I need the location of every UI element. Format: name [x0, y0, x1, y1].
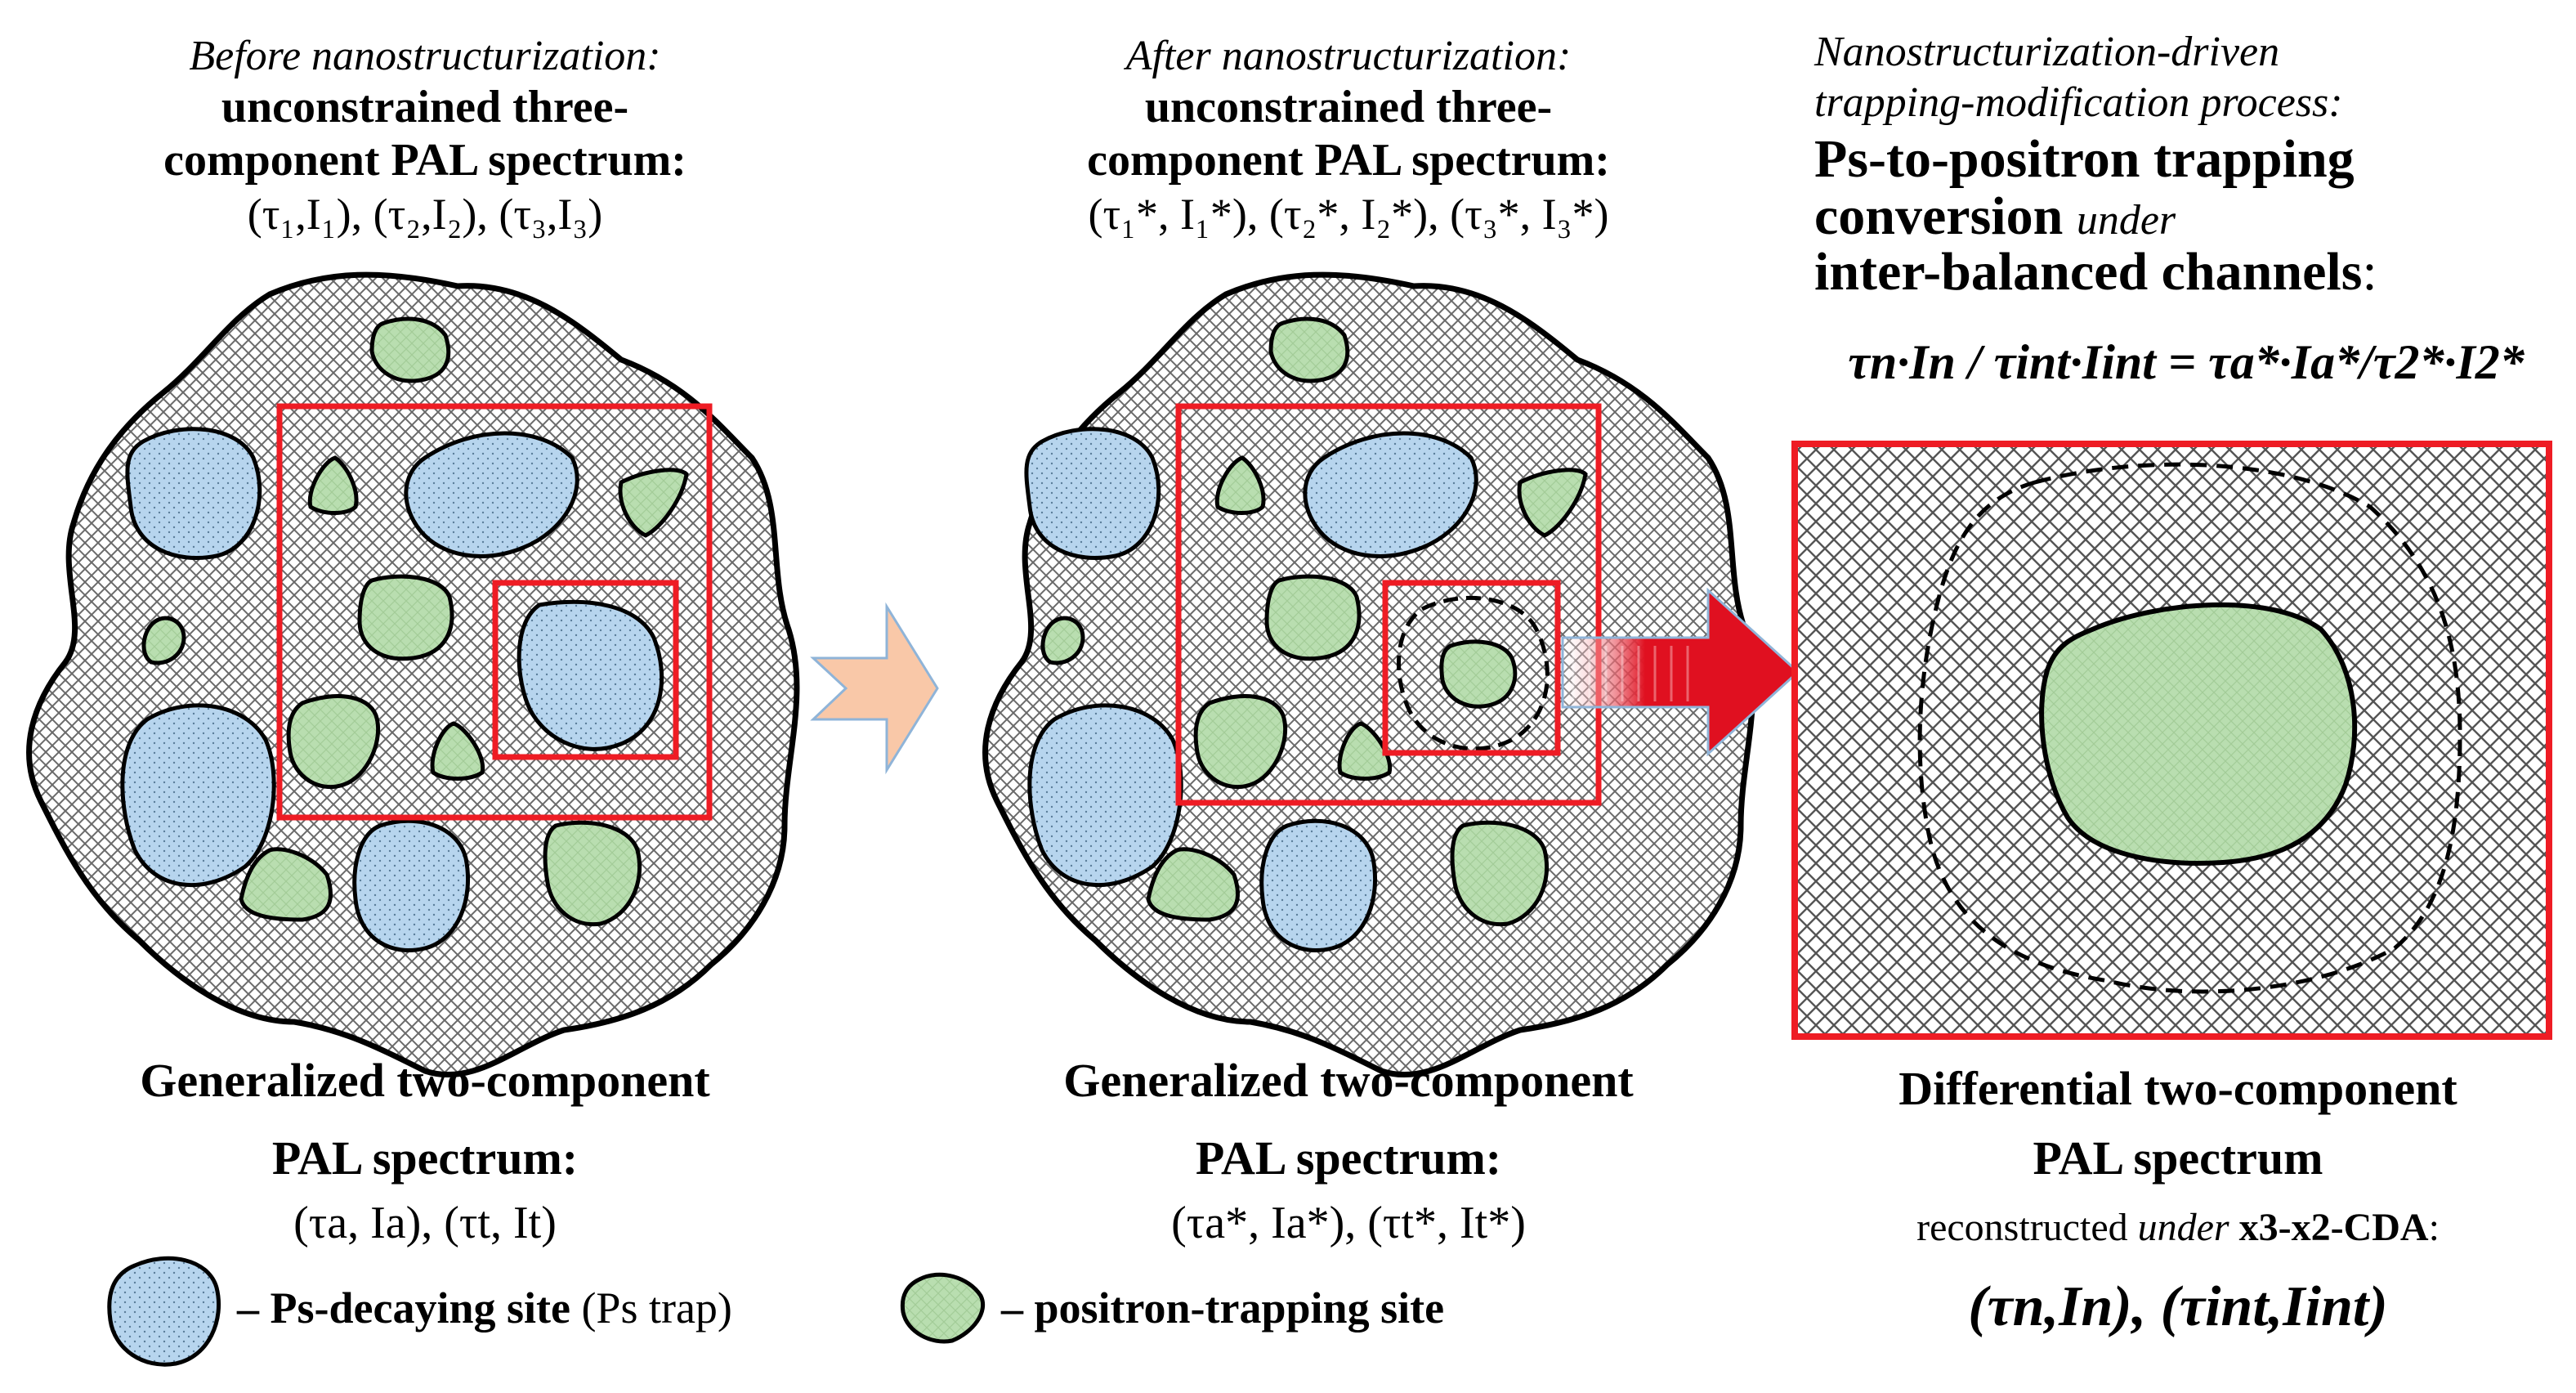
arrow-2 [1561, 587, 1800, 757]
legend-ps-note: (Ps trap) [581, 1283, 732, 1333]
positron-site [1264, 574, 1362, 661]
positron-site [1450, 820, 1550, 927]
ps-site [120, 703, 276, 888]
positron-site [1040, 616, 1085, 665]
panel3-caption-1: Differential two-component [1898, 1062, 2457, 1115]
positron-site [1193, 694, 1288, 790]
positron-site [286, 694, 381, 790]
panel3-caption-3-pre: reconstructed [1916, 1206, 2128, 1249]
positron-site [1337, 721, 1393, 781]
positron-site [618, 468, 689, 538]
panel3-caption-2: PAL spectrum [2033, 1131, 2323, 1185]
positron-site [1146, 847, 1241, 922]
panel3-title-bold-2: conversion [1814, 186, 2064, 246]
panel3-zoom-frame [1791, 441, 2552, 1040]
positron-site [430, 721, 485, 781]
panel3-title-italic-2: trapping-modification process: [1814, 79, 2343, 126]
panel3-title-line-2: conversion under [1814, 186, 2550, 247]
ps-site [1024, 427, 1161, 560]
positron-site [1214, 455, 1266, 515]
arrow-2-stripes [1572, 646, 1689, 701]
panel3-title-bold-3: inter-balanced channels [1814, 242, 2363, 302]
positron-site [141, 616, 186, 665]
ps-site [1303, 431, 1478, 558]
panel3-title-under: under [2076, 197, 2176, 244]
ps-site [352, 818, 471, 952]
positron-site [1268, 316, 1350, 383]
panel3-title-bold-1: Ps-to-positron trapping [1814, 129, 2355, 189]
dashed-interface-boundary [1917, 462, 2462, 994]
positron-site [369, 316, 451, 383]
positron-site [239, 847, 333, 922]
panel1-caption-params: (τa, Ia), (τt, It) [293, 1198, 557, 1248]
panel3-caption-params: (τn,In), (τint,Iint) [1968, 1275, 2388, 1338]
panel2-title-bold-2: component PAL spectrum: [1087, 135, 1610, 186]
panel2-title-italic: After nanostructurization: [1125, 33, 1572, 79]
panel2-title-bold-1: unconstrained three- [1144, 82, 1553, 132]
ps-site [517, 599, 664, 751]
panel2-caption-2: PAL spectrum: [1195, 1131, 1502, 1185]
panel3-title-italic-1: Nanostructurization-driven [1814, 29, 2280, 75]
panel2-params: (τ₁*, I₁*), (τ₂*, I₂*), (τ₃*, I₃*) [1088, 190, 1609, 239]
positron-site-enlarged [2039, 602, 2358, 866]
panel1-grain [26, 271, 800, 1078]
positron-site [543, 820, 642, 927]
panel3-caption-3-bold: x3-x2-CDA [2238, 1206, 2429, 1249]
positron-site [307, 455, 359, 515]
panel1-title-italic: Before nanostructurization: [189, 33, 661, 79]
arrow-1 [810, 602, 939, 775]
panel3-formula: τn·In / τint·Iint = τa*·Ia*/τ2*·I2* [1848, 335, 2525, 389]
panel3-zoom [1791, 441, 2552, 1040]
positron-site [357, 574, 454, 661]
ps-site [1027, 703, 1183, 888]
dashed-ps-trap-outline [1397, 595, 1550, 751]
ps-site [125, 427, 262, 560]
legend-positron-site: – positron-trapping site [1001, 1283, 1445, 1333]
panel2-grain [982, 271, 1756, 1078]
panel1-params: (τ₁,I₁), (τ₂,I₂), (τ₃,I₃) [247, 190, 603, 239]
panel1-title-bold-1: unconstrained three- [221, 82, 629, 132]
panel3-title-colon: : [2362, 242, 2377, 302]
panel3-caption-3-colon: : [2428, 1206, 2440, 1249]
panel1-matrix-blob [26, 271, 800, 1078]
panel1-outer-frame [276, 403, 713, 821]
legend-ps-site: – Ps-decaying site (Ps trap) [237, 1283, 891, 1333]
positron-site [1439, 639, 1518, 709]
panel3-title-line-3: inter-balanced channels: [1814, 242, 2550, 302]
ps-site [1259, 818, 1378, 952]
panel2-caption-1: Generalized two-component [1063, 1054, 1634, 1107]
panel2-caption-params: (τa*, Ia*), (τt*, It*) [1171, 1198, 1526, 1248]
panel1-caption-1: Generalized two-component [140, 1054, 710, 1107]
legend-ps-site-icon [107, 1256, 221, 1367]
panel2-inner-frame [1382, 580, 1561, 756]
ps-site [404, 431, 579, 558]
panel1-inner-frame [492, 580, 679, 760]
panel1-caption-2: PAL spectrum: [271, 1131, 579, 1185]
panel3-caption-3: reconstructed under x3-x2-CDA: [1790, 1206, 2566, 1250]
panel2-outer-frame [1175, 403, 1602, 806]
panel1-title-bold-2: component PAL spectrum: [163, 135, 686, 186]
legend-positron-site-icon [900, 1272, 986, 1344]
panel3-caption-3-under: under [2137, 1206, 2229, 1249]
legend-ps-label: – Ps-decaying site [237, 1283, 570, 1333]
positron-site [1517, 468, 1588, 538]
